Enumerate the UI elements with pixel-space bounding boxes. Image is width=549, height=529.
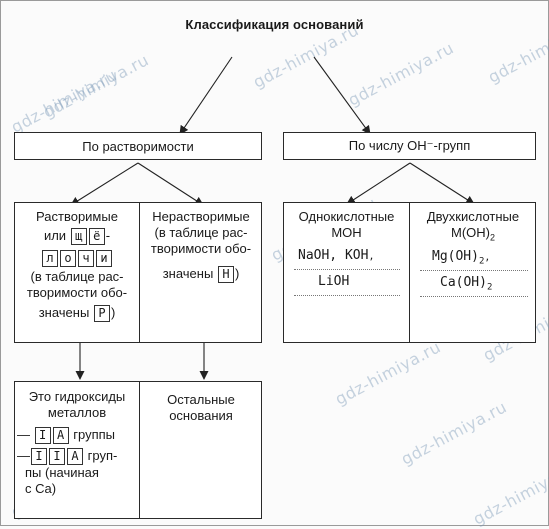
hydroxides-line-2: металлов — [47, 405, 107, 420]
answer-cell: ё — [88, 228, 105, 246]
comma: , — [484, 252, 491, 263]
arrow-solubility-to-insoluble — [137, 162, 204, 206]
soluble-or-label: или — [43, 228, 67, 243]
soluble-note-3: значены Р) — [15, 305, 139, 323]
hydroxides-line-6: с Ca) — [25, 481, 57, 497]
answer-line — [294, 269, 400, 270]
others-line-1: Остальные — [167, 392, 235, 407]
hyphen-label: - — [105, 228, 111, 243]
insoluble-note-3: значены Н) — [140, 266, 262, 284]
others-line-2: основания — [169, 408, 233, 423]
oh-groups-header: По числу OH⁻-групп — [283, 132, 536, 160]
diagram-title: Классификация оснований — [185, 17, 364, 32]
close-paren: ) — [234, 266, 240, 281]
answer-cell: A — [67, 448, 83, 466]
answer-cell: о — [60, 250, 76, 268]
hydroxides-line-1: Это гидроксиды — [28, 389, 126, 404]
answer-cell: Н — [217, 266, 234, 284]
diacid-column: Двухкислотные M(OH)2 Mg(OH)2, Ca(OH)2 — [410, 209, 536, 297]
diacid-answer-1-text: Mg(OH) — [432, 249, 479, 264]
oh-groups-branch-box: Однокислотные MOH NaOH, KOH, LiOH Двухки… — [283, 202, 536, 343]
group-suffix: группы — [73, 427, 115, 442]
answer-cell: Р — [93, 305, 110, 323]
arrow-oh-to-diacid — [409, 162, 475, 205]
solubility-header: По растворимости — [14, 132, 262, 160]
group-suffix: груп- — [87, 448, 118, 464]
monoacid-formula: MOH — [331, 225, 362, 240]
diacid-answer-2: Ca(OH)2 — [440, 275, 492, 293]
oh-groups-header-label: По числу OH⁻-групп — [348, 138, 471, 153]
answer-cell: щ — [70, 228, 87, 246]
diacid-answer-1: Mg(OH)2, — [432, 249, 490, 267]
solubility-header-label: По растворимости — [82, 138, 194, 154]
insoluble-note-2: творимости обо- — [150, 241, 252, 256]
arrow-oh-to-monoacid — [346, 162, 411, 205]
answer-cell: A — [52, 427, 69, 445]
arrow-title-to-solubility — [179, 56, 233, 135]
monoacid-answer-2: LiOH — [318, 274, 350, 289]
column-divider — [139, 382, 140, 518]
hydroxides-line-5: пы (начиная — [25, 465, 99, 481]
monoacid-answer-1-text: NaOH, KOH — [298, 248, 369, 263]
answer-line — [294, 295, 400, 296]
subscript: 2 — [489, 232, 495, 243]
insoluble-heading: Нерастворимые — [152, 209, 250, 224]
monoacid-column: Однокислотные MOH NaOH, KOH, LiOH — [284, 209, 409, 296]
diacid-formula-text: M(OH) — [450, 225, 490, 240]
soluble-note-prefix: значены — [38, 305, 90, 321]
diacid-formula: M(OH)2 — [410, 225, 536, 246]
answer-line — [420, 270, 528, 271]
answer-line — [420, 296, 528, 297]
diacid-heading: Двухкислотные — [426, 209, 520, 224]
answer-cell: I — [49, 448, 65, 466]
soluble-heading: Растворимые — [36, 209, 118, 224]
subscript: 2 — [486, 282, 493, 293]
comma: , — [368, 251, 375, 262]
arrow-solubility-to-soluble — [70, 162, 139, 206]
close-paren: ) — [110, 305, 116, 321]
monoacid-heading: Однокислотные — [298, 209, 395, 224]
soluble-note-2: творимости обо- — [26, 285, 128, 301]
monoacid-answer-1: NaOH, KOH, — [298, 248, 374, 263]
diacid-answer-2-text: Ca(OH) — [440, 275, 487, 290]
answer-cell: I — [34, 427, 51, 445]
arrow-title-to-oh-groups — [313, 56, 371, 135]
answer-cell: I — [31, 448, 47, 466]
soluble-note-1: (в таблице рас- — [30, 269, 124, 285]
subscript: 2 — [478, 256, 485, 267]
answer-cell: и — [96, 250, 112, 268]
answer-cell: л — [42, 250, 58, 268]
answer-cell: ч — [78, 250, 94, 268]
insoluble-note-prefix: значены — [162, 266, 214, 281]
insoluble-note-1: (в таблице рас- — [154, 225, 248, 240]
column-divider — [409, 203, 410, 342]
dash-label: — — [17, 448, 30, 464]
others-column: Остальные основания — [140, 392, 262, 424]
dash-label: — — [17, 427, 30, 442]
insoluble-column: Нерастворимые (в таблице рас- творимости… — [140, 209, 262, 284]
column-divider — [139, 203, 140, 342]
